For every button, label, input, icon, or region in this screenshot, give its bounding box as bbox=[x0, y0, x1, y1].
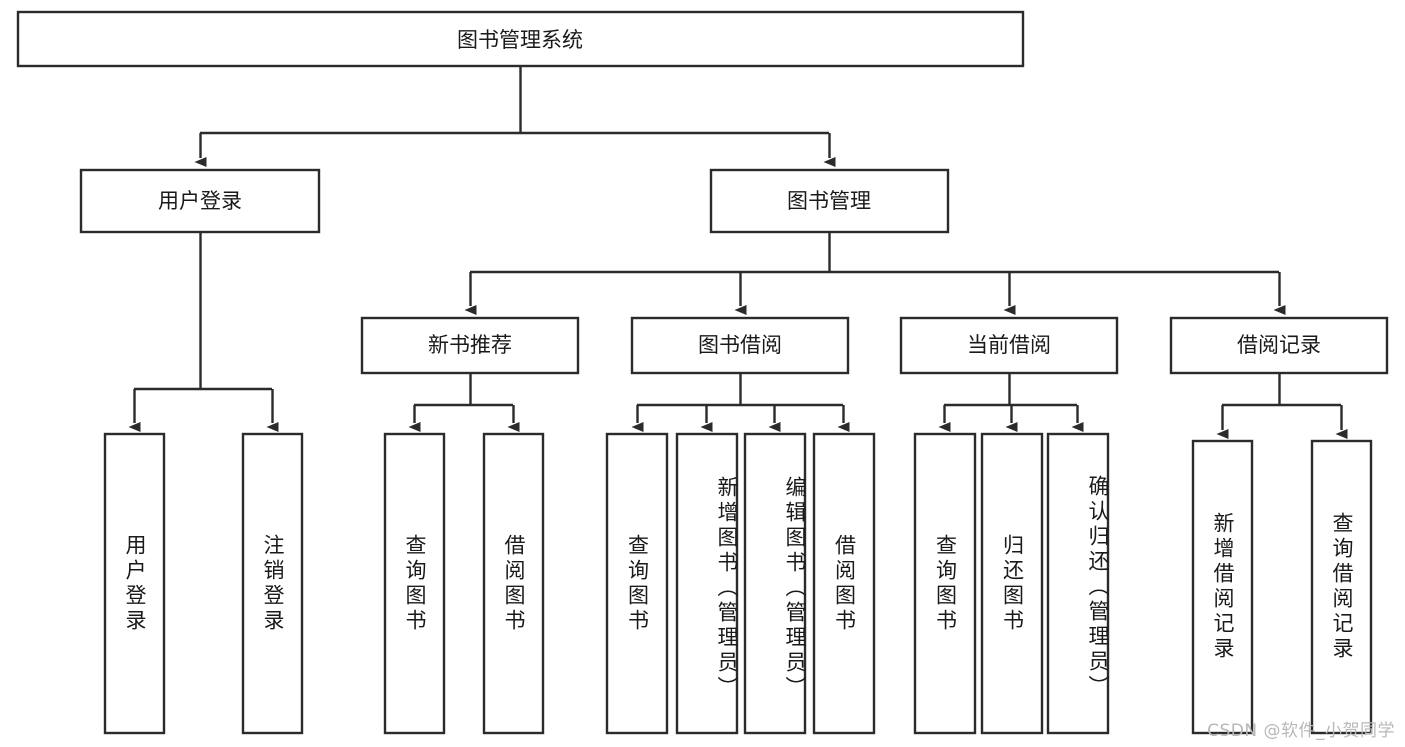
node-current-borrow-label: 当前借阅 bbox=[967, 333, 1051, 357]
node-book-borrow-label: 图书借阅 bbox=[698, 333, 782, 357]
node-borrow-record-label: 借阅记录 bbox=[1237, 333, 1321, 357]
node-borrow-record-box[interactable] bbox=[1169, 316, 1389, 375]
leaf-borrow-book-1-box[interactable] bbox=[482, 432, 545, 735]
node-current-borrow-box[interactable] bbox=[899, 316, 1119, 375]
leaf-add-book-box[interactable] bbox=[675, 432, 739, 735]
leaf-edit-book-box[interactable] bbox=[743, 432, 807, 735]
node-user-login-label: 用户登录 bbox=[158, 189, 242, 213]
node-book-borrow-box[interactable] bbox=[630, 316, 850, 375]
leaf-query-book-1-box[interactable] bbox=[383, 432, 446, 735]
node-book-management-box[interactable] bbox=[709, 168, 950, 234]
node-root-label: 图书管理系统 bbox=[457, 28, 583, 52]
leaf-confirm-return-box[interactable] bbox=[1046, 432, 1110, 735]
node-book-management-label: 图书管理 bbox=[787, 189, 871, 213]
leaf-return-book-box[interactable] bbox=[980, 432, 1044, 735]
node-new-book-recommend-box[interactable] bbox=[360, 316, 580, 375]
leaf-query-book-3-box[interactable] bbox=[913, 432, 977, 735]
node-root-box[interactable] bbox=[16, 10, 1025, 68]
leaf-query-book-2-box[interactable] bbox=[605, 432, 669, 735]
node-new-book-recommend-label: 新书推荐 bbox=[428, 333, 512, 357]
leaf-borrow-book-2-box[interactable] bbox=[812, 432, 876, 735]
leaf-user-login-box[interactable] bbox=[103, 432, 166, 735]
csdn-watermark: CSDN @软件_小贺同学 bbox=[1207, 721, 1395, 741]
leaf-query-record-box[interactable] bbox=[1310, 439, 1373, 735]
leaf-add-record-box[interactable] bbox=[1191, 439, 1254, 735]
leaf-logout-box[interactable] bbox=[241, 432, 304, 735]
